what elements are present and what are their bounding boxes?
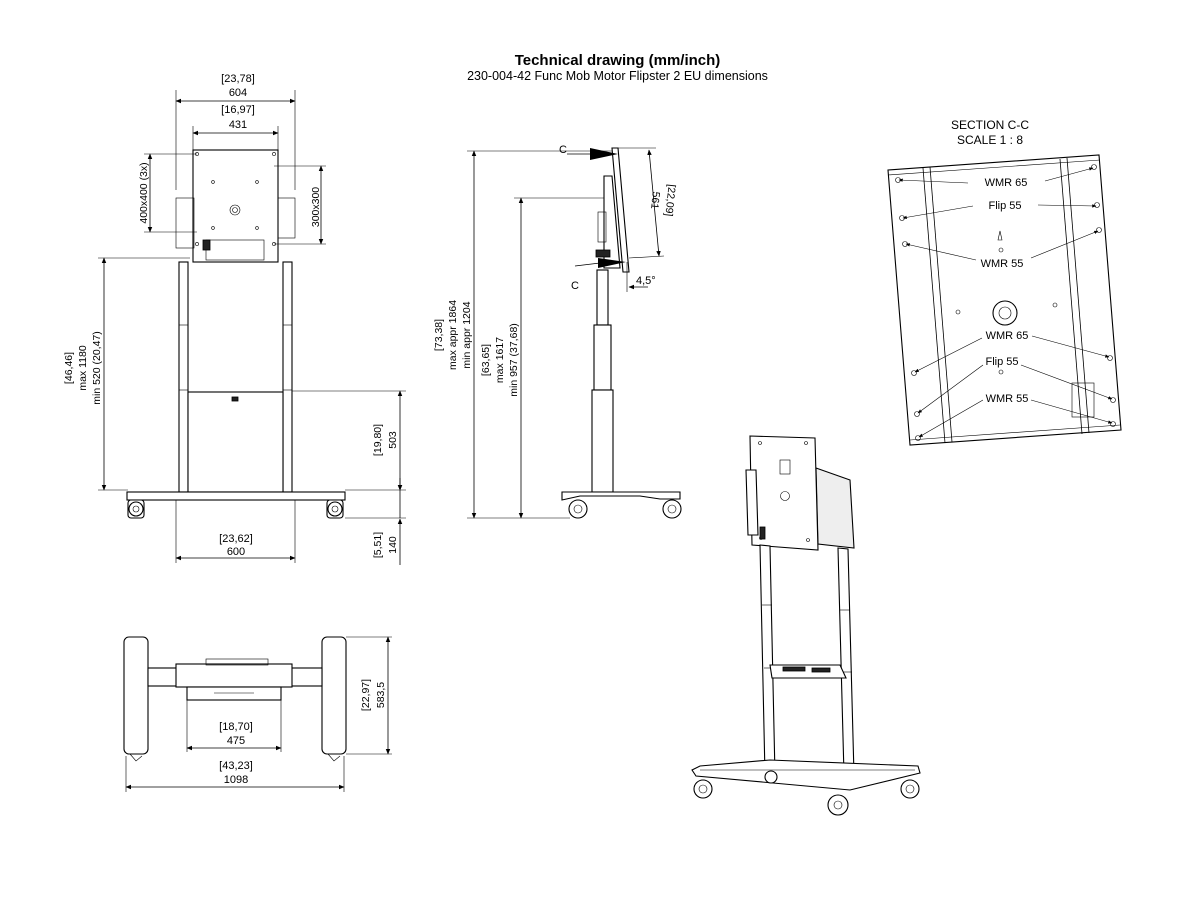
dim-base-width-inch: [23,62] [219, 533, 253, 545]
dim-height-inch: [46,46] [63, 352, 75, 384]
dim-inner-mm: 475 [227, 735, 245, 747]
dim-total-max: max appr 1864 [447, 300, 459, 370]
drawing-title: Technical drawing (mm/inch) [514, 52, 721, 69]
callout-wmr65-top: WMR 65 [985, 177, 1028, 189]
dim-panel-inch: [22,09] [662, 184, 677, 217]
section-holes [895, 164, 1116, 441]
isometric-view [691, 435, 921, 816]
dim-outer-inch: [43,23] [219, 760, 253, 772]
iso-base [691, 759, 921, 791]
dim-total-inch: [73,38] [433, 319, 445, 351]
dim-depth-inch: [22,97] [360, 679, 372, 711]
iso-plate-side [815, 467, 855, 549]
dim-shelf-inch: [19,80] [372, 424, 384, 456]
dim-base-width-mm: 600 [227, 546, 245, 558]
front-base-bar [126, 491, 346, 501]
dim-vesa-300: 300x300 [310, 187, 322, 227]
dim-total-min: min appr 1204 [461, 301, 473, 368]
callout-flip55-top: Flip 55 [988, 200, 1021, 212]
top-view: [18,70] 475 [43,23] 1098 [22,97] 583,5 [123, 636, 392, 792]
top-left-foot [123, 636, 149, 755]
side-column-mid [593, 324, 612, 391]
side-display-plate [611, 147, 630, 273]
top-column-block [175, 663, 293, 688]
dim-inner-inch: [18,70] [219, 721, 253, 733]
iso-left-column [759, 544, 776, 776]
section-name: SECTION C-C [951, 118, 1029, 132]
side-view: C C 561 [22,09] 4,5° [73,38] max appr 18… [433, 144, 682, 519]
front-casters [127, 499, 344, 519]
dim-height-max: max 1180 [77, 345, 89, 390]
front-right-column [282, 261, 293, 493]
callout-wmr65-bottom: WMR 65 [986, 330, 1029, 342]
dim-column-max: max 1617 [494, 337, 506, 383]
dim-panel-mm: 561 [648, 191, 662, 210]
dim-plate-width-mm: 431 [229, 119, 247, 131]
top-right-foot [321, 636, 347, 755]
top-plate-edge [186, 686, 282, 701]
side-column-top [596, 269, 609, 326]
drawing-subtitle: 230-004-42 Func Mob Motor Flipster 2 EU … [467, 69, 768, 83]
dim-shelf-mm: 503 [387, 431, 399, 449]
dim-outer-mm: 1098 [224, 774, 248, 786]
title-block: Technical drawing (mm/inch) 230-004-42 F… [400, 52, 835, 84]
dim-base-height-inch: [5,51] [372, 532, 384, 558]
dim-column-inch: [63,65] [480, 344, 492, 376]
dim-plate-width-inch: [16,97] [221, 104, 255, 116]
section-caption: SECTION C-C SCALE 1 : 8 [930, 118, 1050, 148]
dim-base-height-mm: 140 [387, 536, 399, 554]
dim-vesa-400: 400x400 (3x) [138, 162, 150, 223]
side-bracket [603, 175, 621, 269]
iso-shelf [769, 664, 847, 679]
section-marker-bottom: C [571, 280, 579, 292]
iso-right-column [837, 547, 855, 776]
dim-tilt: 4,5° [636, 275, 656, 287]
iso-casters [693, 770, 920, 816]
side-base [561, 491, 681, 501]
front-left-column [178, 261, 189, 493]
callout-wmr55-top: WMR 55 [981, 258, 1024, 270]
front-shelf [187, 391, 284, 493]
dim-column-min: min 957 (37,68) [508, 323, 520, 397]
dim-depth-mm: 583,5 [375, 682, 387, 708]
section-scale: SCALE 1 : 8 [956, 133, 1024, 147]
front-view: [23,78] 604 [16,97] 431 400x400 (3x) 300… [63, 73, 406, 565]
side-casters [568, 499, 682, 519]
section-view: WMR 65 Flip 55 WMR 55 WMR 65 Flip 55 WMR… [887, 154, 1122, 446]
dim-overall-width-mm: 604 [229, 87, 247, 99]
section-marker-top: C [559, 144, 567, 156]
side-column-low [591, 389, 614, 493]
callout-wmr55-bottom: WMR 55 [986, 393, 1029, 405]
callout-flip55-bottom: Flip 55 [985, 356, 1018, 368]
dim-height-min: min 520 (20,47) [91, 331, 103, 405]
dim-overall-width-inch: [23,78] [221, 73, 255, 85]
